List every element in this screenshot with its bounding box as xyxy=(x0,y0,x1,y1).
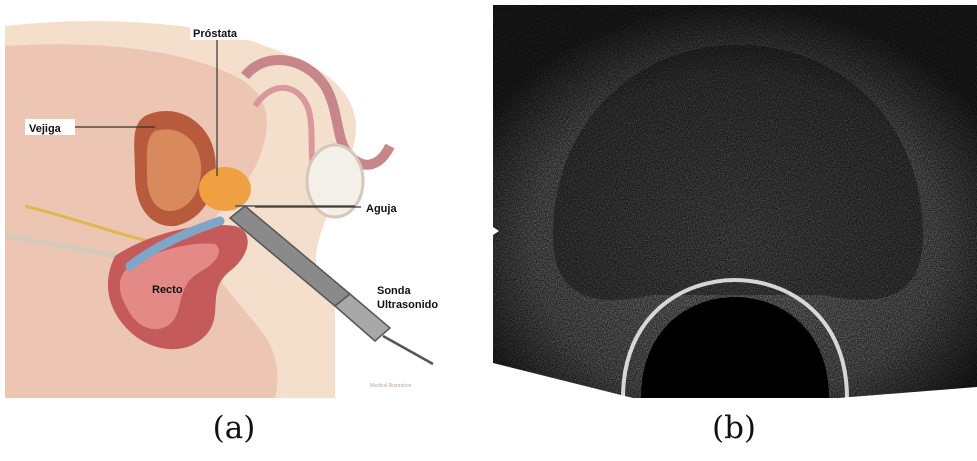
caption-b: (b) xyxy=(694,410,774,446)
label-probe-1: Sonda xyxy=(377,285,411,297)
label-bladder: Vejiga xyxy=(29,123,62,135)
illustration-credit: Medical Illustration xyxy=(370,383,412,389)
prostate-shape xyxy=(199,167,251,211)
label-probe-2: Ultrasonido xyxy=(377,299,438,311)
label-needle: Aguja xyxy=(366,203,397,215)
ultrasound-svg xyxy=(493,5,977,398)
label-prostate: Próstata xyxy=(193,28,238,40)
anatomy-svg: Próstata Vejiga Aguja Recto Sonda Ultras… xyxy=(5,6,463,398)
ultrasound-image xyxy=(493,5,977,398)
label-rectum: Recto xyxy=(152,284,183,296)
anatomy-illustration: Próstata Vejiga Aguja Recto Sonda Ultras… xyxy=(5,6,463,398)
caption-a: (a) xyxy=(194,410,274,446)
